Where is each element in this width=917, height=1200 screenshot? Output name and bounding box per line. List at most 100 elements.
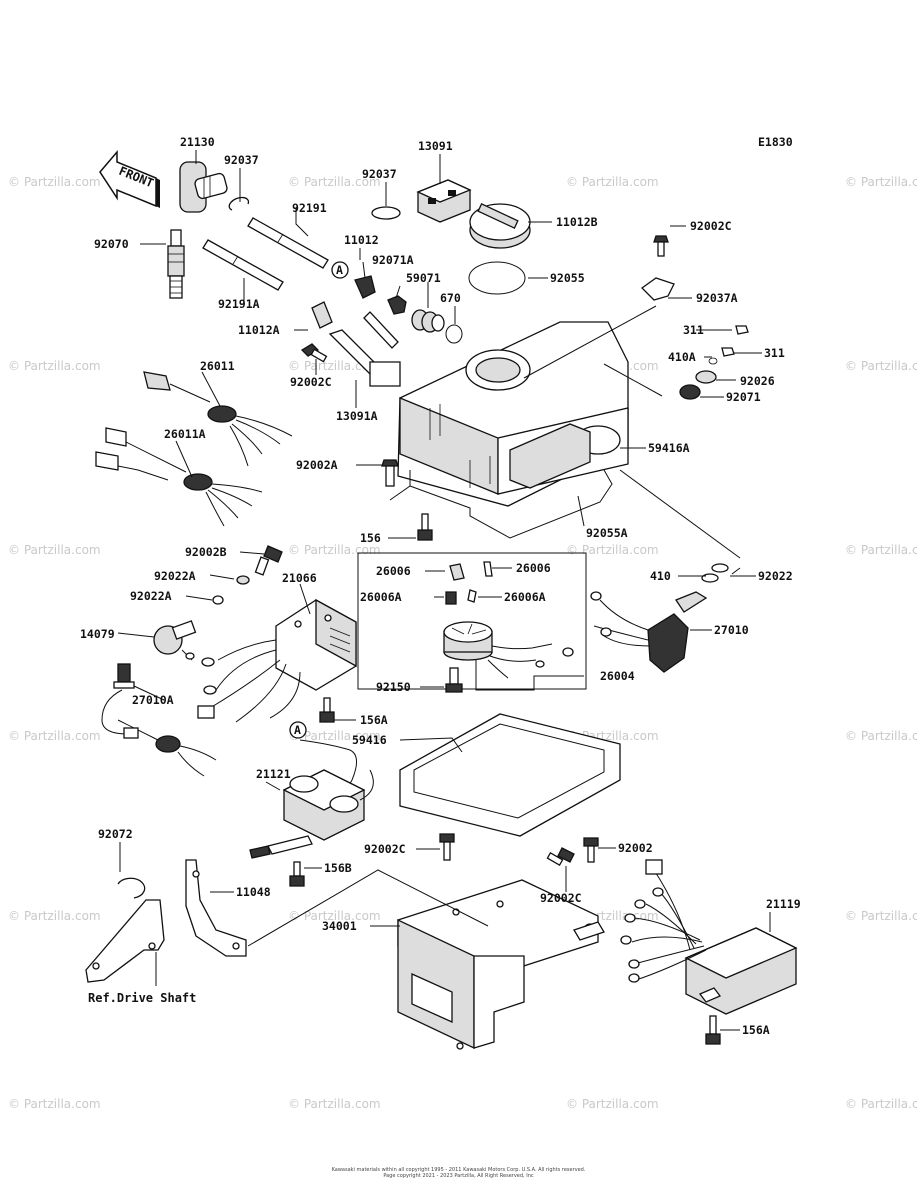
part-label: 92070: [94, 237, 129, 251]
watermark: © Partzilla.com: [845, 359, 917, 373]
bolt-92002c: [640, 235, 675, 301]
part-label: 59071: [406, 271, 441, 285]
part-label: 21130: [180, 135, 215, 149]
part-label: 26011A: [164, 427, 206, 441]
part-label: 156: [360, 531, 381, 545]
part-label: 21066: [282, 571, 317, 585]
connector-13091: [416, 179, 472, 223]
part-shapes: A: [85, 161, 798, 1050]
part-label: 92037: [224, 153, 259, 167]
part-label: 92150: [376, 680, 411, 694]
switch-27010: [590, 591, 708, 673]
cdi-unit-21119: [620, 859, 798, 1015]
part-label: 27010A: [132, 693, 174, 707]
part-label: 26011: [200, 359, 235, 373]
watermark: © Partzilla.com: [566, 175, 659, 189]
part-label: 92055: [550, 271, 585, 285]
front-arrow-icon: FRONT: [99, 149, 160, 208]
part-label: 92002A: [296, 458, 338, 472]
part-label: 34001: [322, 919, 357, 933]
bolt-92150: [445, 667, 463, 693]
footer-line: Kawasaki materials within all copyright …: [331, 1167, 586, 1173]
part-label: 26006A: [360, 590, 402, 604]
part-label: 59416A: [648, 441, 690, 455]
fitting-59071: [411, 309, 445, 333]
spark-plug: [167, 229, 185, 299]
part-label: 11012B: [556, 215, 598, 229]
switch-27010a: [101, 663, 217, 777]
watermark: © Partzilla.com: [288, 909, 381, 923]
watermark: © Partzilla.com: [288, 175, 381, 189]
watermark: © Partzilla.com: [566, 543, 659, 557]
diagram-code: E1830: [758, 135, 793, 149]
bolt-156b: [289, 861, 305, 887]
part-label: 92191A: [218, 297, 260, 311]
part-label: 92022A: [154, 569, 196, 583]
watermark: © Partzilla.com: [8, 175, 101, 189]
part-label: 92002C: [290, 375, 332, 389]
watermark: © Partzilla.com: [845, 1097, 917, 1111]
part-label: 92002C: [364, 842, 406, 856]
part-label: 21119: [766, 897, 801, 911]
part-label: 27010: [714, 623, 749, 637]
spark-plug-cap: [179, 161, 228, 213]
part-label: 92026: [740, 374, 775, 388]
watermark: © Partzilla.com: [845, 175, 917, 189]
part-label: 26006: [376, 564, 411, 578]
bracket-13091a: [328, 311, 401, 387]
part-label: 156B: [324, 861, 352, 875]
part-label: 92071: [726, 390, 761, 404]
watermark: © Partzilla.com: [845, 729, 917, 743]
part-label: 92002: [618, 841, 653, 855]
leader-lines: [117, 150, 771, 1031]
part-label: 410: [650, 569, 671, 583]
ref-drive-shaft-label: Ref.Drive Shaft: [88, 991, 196, 1005]
sensor-14079: [153, 620, 197, 661]
watermark: © Partzilla.com: [8, 543, 101, 557]
bolt-92002: [583, 837, 599, 863]
watermark: © Partzilla.com: [8, 909, 101, 923]
part-label: 14079: [80, 627, 115, 641]
watermark: © Partzilla.com: [288, 1097, 381, 1111]
bolt-156a: [319, 697, 335, 723]
connector-26011a: [95, 427, 263, 527]
part-label: 92022A: [130, 589, 172, 603]
watermark: © Partzilla.com: [8, 729, 101, 743]
callout-a: A: [294, 723, 301, 737]
bolt-156a-lower: [705, 1015, 721, 1045]
part-label: 92002C: [690, 219, 732, 233]
part-label: 92071A: [372, 253, 414, 267]
watermark: © Partzilla.com: [845, 543, 917, 557]
part-label: 92037A: [696, 291, 738, 305]
bolt-156: [417, 513, 433, 541]
part-label: 92002B: [185, 545, 227, 559]
part-label: 11012: [344, 233, 379, 247]
part-label: 26004: [600, 669, 635, 683]
connector-26011: [143, 371, 293, 467]
part-label: 92072: [98, 827, 133, 841]
part-label: 13091A: [336, 409, 378, 423]
watermark: © Partzilla.com: [566, 1097, 659, 1111]
part-label: 92055A: [586, 526, 628, 540]
callout-a: A: [336, 263, 343, 277]
bracket-11048: [185, 859, 247, 957]
part-label: 21121: [256, 767, 291, 781]
part-label: 156A: [360, 713, 388, 727]
ignition-coil-21121: [249, 769, 374, 859]
watermark: © Partzilla.com: [8, 359, 101, 373]
part-labels: 21130 92037 92070 92191 92191A 11012 920…: [80, 135, 801, 1037]
part-label: 311: [764, 346, 785, 360]
part-label: 670: [440, 291, 461, 305]
regulator-21066: [197, 598, 357, 723]
part-label: 11012A: [238, 323, 280, 337]
copyright-footer: Kawasaki materials within all copyright …: [0, 1167, 917, 1179]
socket-26004: [443, 621, 574, 679]
bolt-92002b: [254, 545, 283, 576]
bolt-92002c-lower: [439, 833, 455, 861]
part-label: 92022: [758, 569, 793, 583]
watermark: © Partzilla.com: [288, 543, 381, 557]
part-label: 410A: [668, 350, 696, 364]
bolt-92002a: [381, 459, 399, 487]
part-label: 26006A: [504, 590, 546, 604]
